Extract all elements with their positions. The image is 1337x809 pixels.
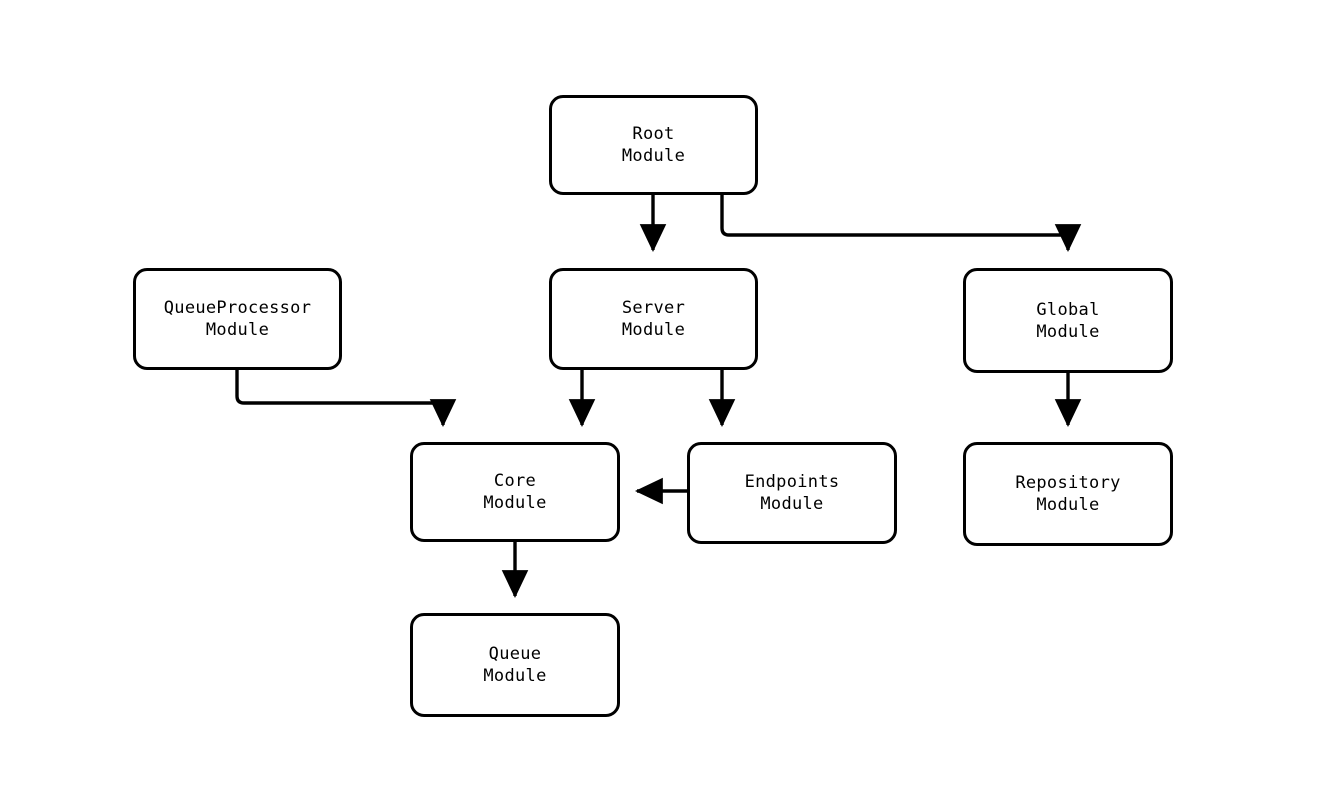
node-core-module[interactable]: Core Module xyxy=(410,442,620,542)
node-repository-module-label: Repository Module xyxy=(1015,473,1121,515)
node-repository-module[interactable]: Repository Module xyxy=(963,442,1173,546)
node-server-module[interactable]: Server Module xyxy=(549,268,758,370)
edge-root-to-global xyxy=(720,195,1082,253)
node-queue-module[interactable]: Queue Module xyxy=(410,613,620,717)
node-queueprocessor-module-label: QueueProcessor Module xyxy=(163,298,312,340)
node-queueprocessor-module[interactable]: QueueProcessor Module xyxy=(133,268,342,370)
node-root-module-label: Root Module xyxy=(621,124,686,166)
node-endpoints-module-label: Endpoints Module xyxy=(744,472,840,514)
node-endpoints-module[interactable]: Endpoints Module xyxy=(687,442,897,544)
node-queue-module-label: Queue Module xyxy=(483,644,547,686)
node-server-module-label: Server Module xyxy=(621,298,686,340)
edge-queueprocessor-to-core xyxy=(235,370,457,428)
node-global-module[interactable]: Global Module xyxy=(963,268,1173,373)
node-global-module-label: Global Module xyxy=(1036,299,1100,342)
node-core-module-label: Core Module xyxy=(483,471,547,513)
node-root-module[interactable]: Root Module xyxy=(549,95,758,195)
